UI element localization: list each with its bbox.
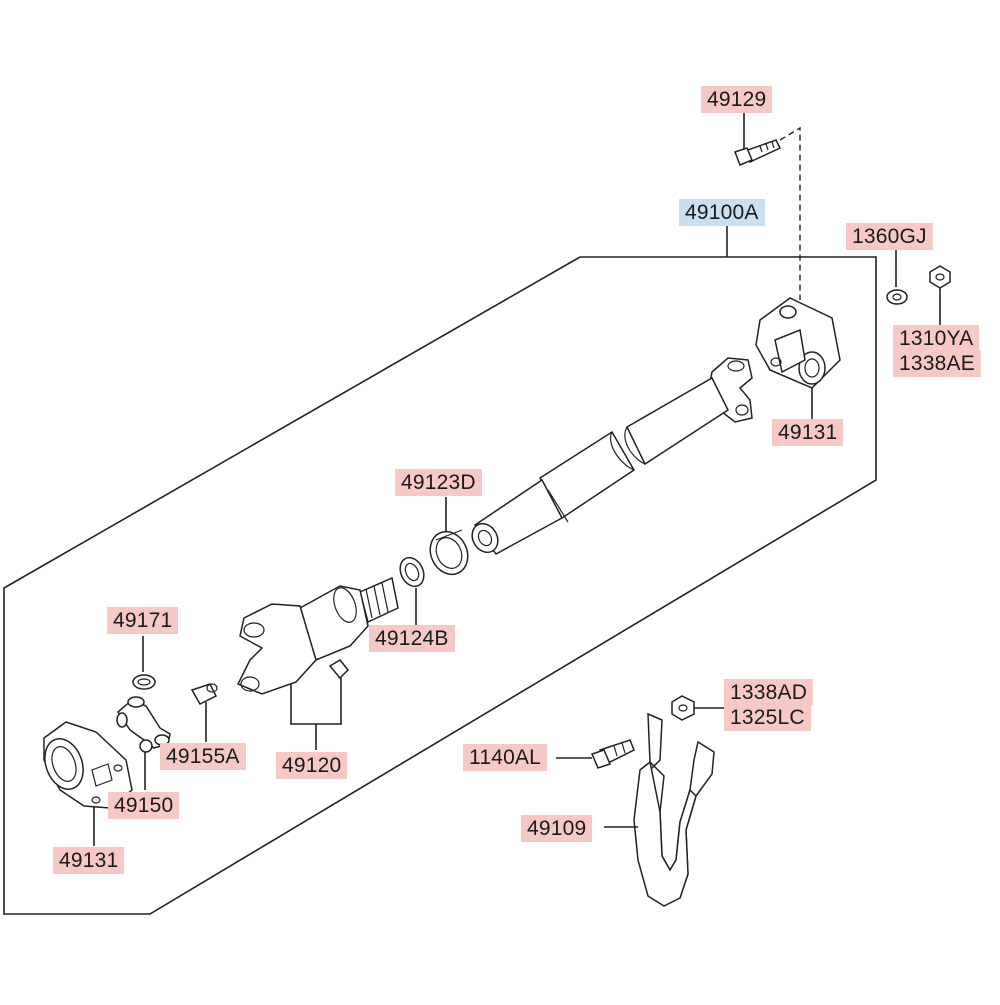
washer-1360GJ-drawing xyxy=(886,250,908,305)
part-label-1338AD[interactable]: 1338AD xyxy=(724,679,814,706)
part-label-1360GJ[interactable]: 1360GJ xyxy=(846,223,933,250)
bolt-49129-drawing xyxy=(734,112,782,166)
part-label-49120[interactable]: 49120 xyxy=(276,752,348,779)
part-label-49171[interactable]: 49171 xyxy=(107,607,179,634)
part-label-1310YA[interactable]: 1310YA xyxy=(893,325,980,352)
part-label-49131-bottom[interactable]: 49131 xyxy=(53,847,125,874)
washer-49124B-drawing xyxy=(399,556,425,625)
slip-yoke-49120-drawing xyxy=(236,576,399,750)
part-label-1325LC[interactable]: 1325LC xyxy=(724,704,811,731)
flange-yoke-49131-top-drawing xyxy=(755,297,841,420)
part-label-49100A[interactable]: 49100A xyxy=(679,199,765,226)
dashed-center-line xyxy=(779,126,801,300)
part-label-1140AL[interactable]: 1140AL xyxy=(463,744,548,771)
ring-49123D-drawing xyxy=(429,497,469,576)
flange-yoke-49131-bottom-drawing xyxy=(43,721,133,846)
part-label-49131-top[interactable]: 49131 xyxy=(772,419,844,446)
part-label-49123D[interactable]: 49123D xyxy=(395,469,482,496)
part-label-49109[interactable]: 49109 xyxy=(521,815,593,842)
nut-1338AD-drawing xyxy=(671,695,724,721)
assembly-frame xyxy=(3,256,877,915)
bracket-49109-drawing xyxy=(604,712,715,907)
part-label-49155A[interactable]: 49155A xyxy=(160,743,246,770)
part-label-49124B[interactable]: 49124B xyxy=(369,625,455,652)
part-label-1338AE[interactable]: 1338AE xyxy=(893,350,981,377)
oring-49171-drawing xyxy=(132,636,156,690)
grease-fitting-49155A-drawing xyxy=(190,683,218,742)
universal-joint-49150-drawing xyxy=(116,696,171,790)
bolt-1140AL-drawing xyxy=(556,739,635,769)
part-label-49129[interactable]: 49129 xyxy=(701,86,773,113)
nut-1310YA-drawing xyxy=(929,265,951,327)
part-label-49150[interactable]: 49150 xyxy=(108,792,180,819)
shaft-tube-drawing xyxy=(471,376,729,555)
